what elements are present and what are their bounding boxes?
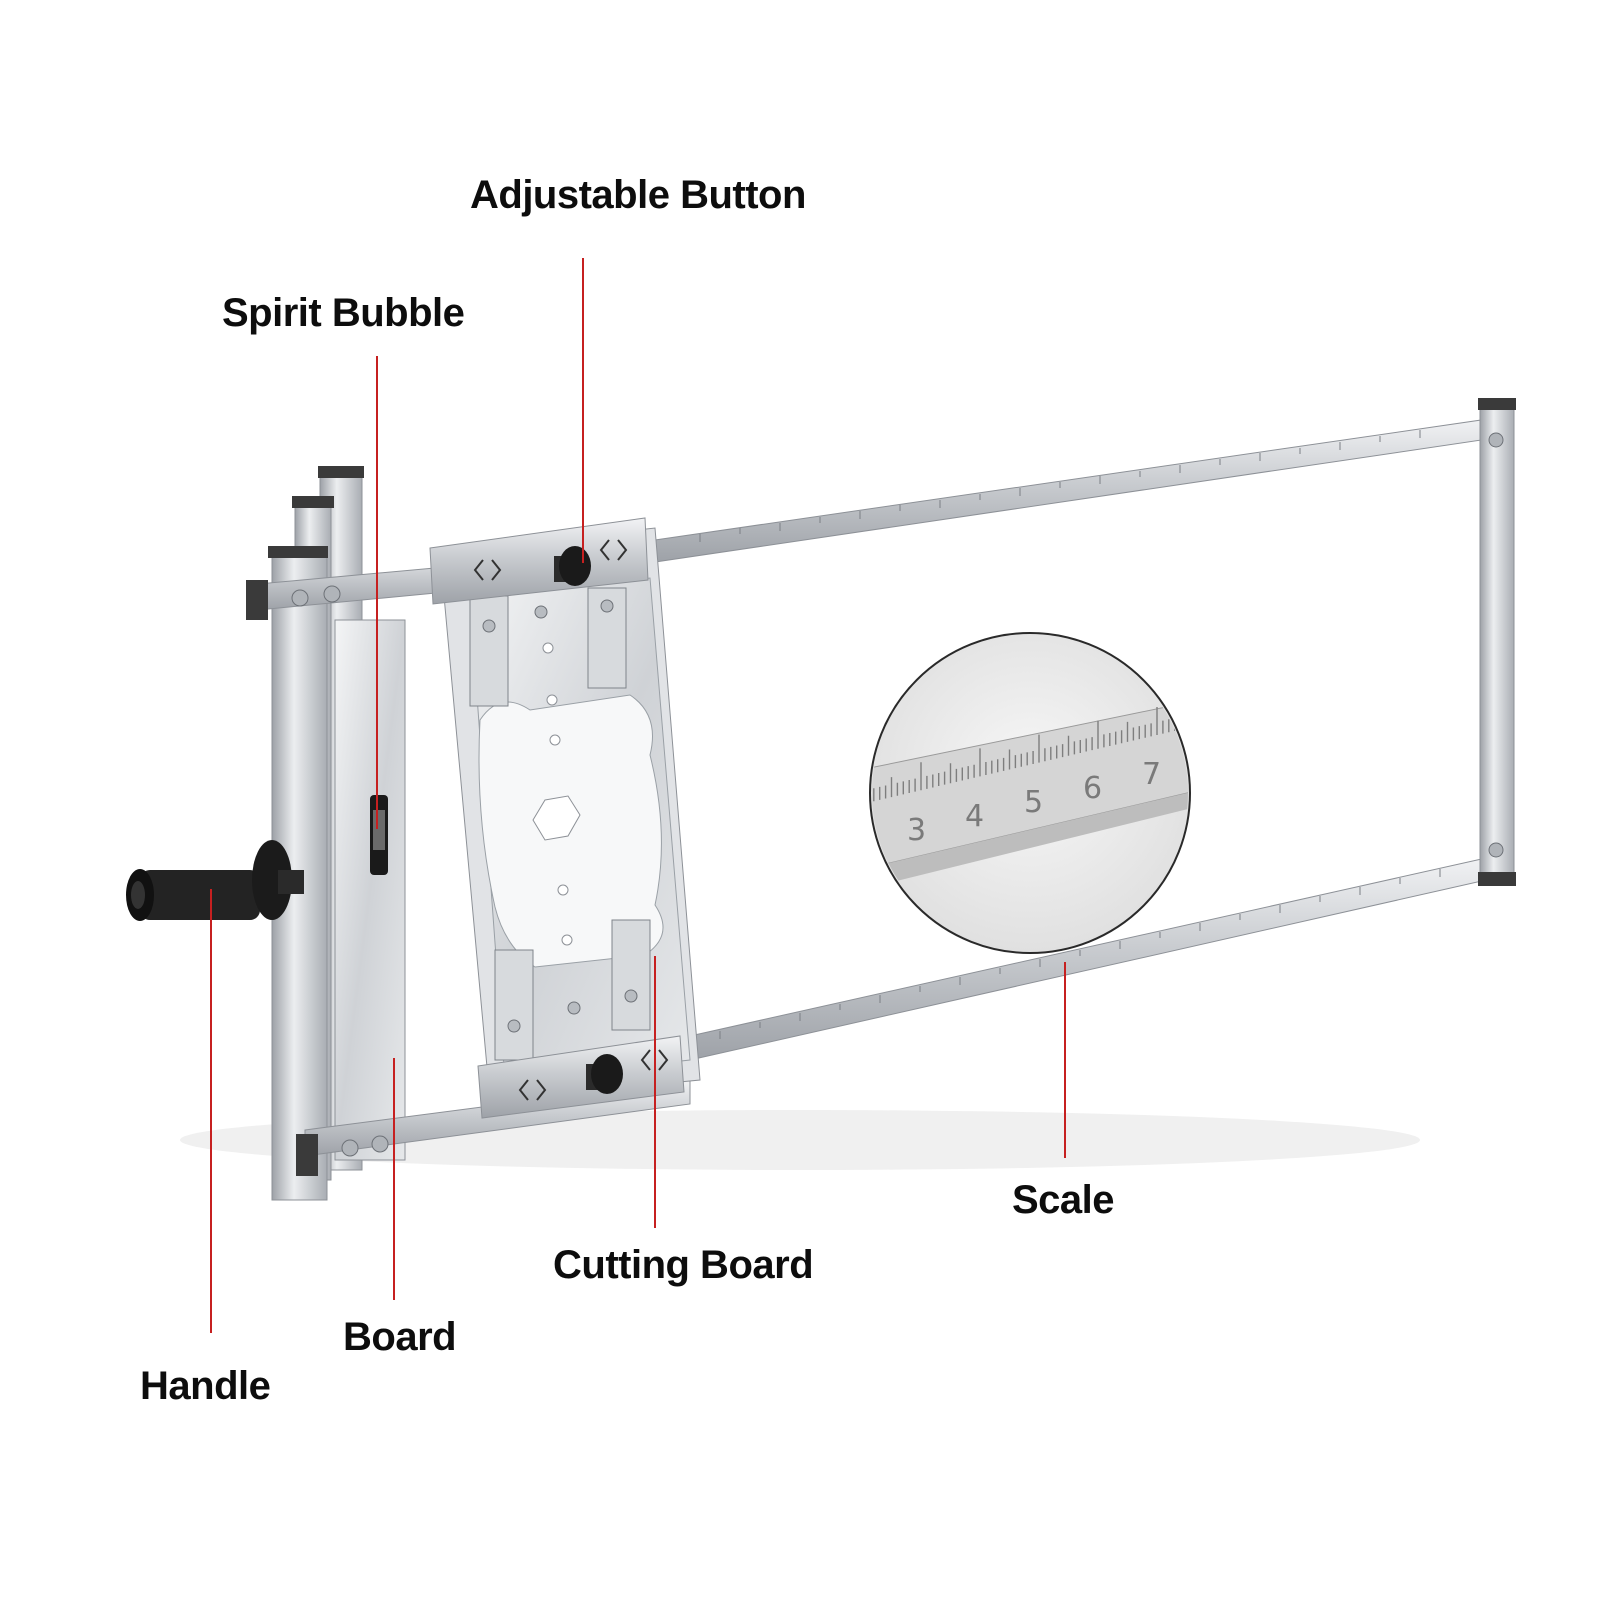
crossbar-end-bottom <box>296 1134 318 1176</box>
board-leader <box>393 1058 395 1300</box>
adjustable-knob-bottom <box>586 1054 623 1094</box>
end-post-cap-bottom <box>1478 872 1516 886</box>
crossbar-bolt-c <box>341 1139 359 1157</box>
magnifier-ticks <box>873 707 1188 802</box>
end-post-cap-top <box>1478 398 1516 410</box>
board-label: Board <box>343 1315 457 1359</box>
guide-bar-mid-cap <box>292 496 334 508</box>
crossbar-bolt-d <box>371 1135 389 1153</box>
adjustable-button-label: Adjustable Button <box>470 173 806 217</box>
handle-leader <box>210 889 212 1333</box>
scale-leader <box>1064 962 1066 1158</box>
end-post-bolt-top <box>1488 432 1504 448</box>
adjustable-button-leader <box>582 258 584 563</box>
scale-label: Scale <box>1012 1178 1115 1222</box>
crossbar-bolt-a <box>291 589 309 607</box>
crossbar-end-top <box>246 580 268 620</box>
spirit-bubble-window <box>373 810 385 850</box>
crossbar-bolt-b <box>323 585 341 603</box>
magnifier-number-0: 3 <box>907 813 926 848</box>
bottom-rail-ticks <box>719 869 1441 1039</box>
magnifier-number-4: 7 <box>1142 757 1161 792</box>
top-scale-rail <box>654 417 1496 563</box>
spirit-bubble-label: Spirit Bubble <box>222 291 465 335</box>
magnifier-number-3: 6 <box>1083 771 1102 806</box>
guide-bar-front-cap <box>268 546 328 558</box>
scale-magnifier: 3 4 5 6 7 <box>869 632 1191 954</box>
handle-label: Handle <box>140 1364 271 1408</box>
cutting-board-leader <box>654 956 656 1228</box>
top-rail-ticks <box>699 430 1421 542</box>
magnifier-number-1: 4 <box>965 799 984 834</box>
cutting-board-carriage <box>429 517 701 1119</box>
end-post <box>1479 401 1515 883</box>
spirit-bubble-leader <box>376 356 378 829</box>
end-post-bolt-bottom <box>1488 842 1504 858</box>
handle-group <box>126 840 304 921</box>
magnifier-number-2: 5 <box>1024 785 1043 820</box>
guide-bar-cap <box>318 466 364 478</box>
cutting-board-label: Cutting Board <box>553 1243 814 1287</box>
